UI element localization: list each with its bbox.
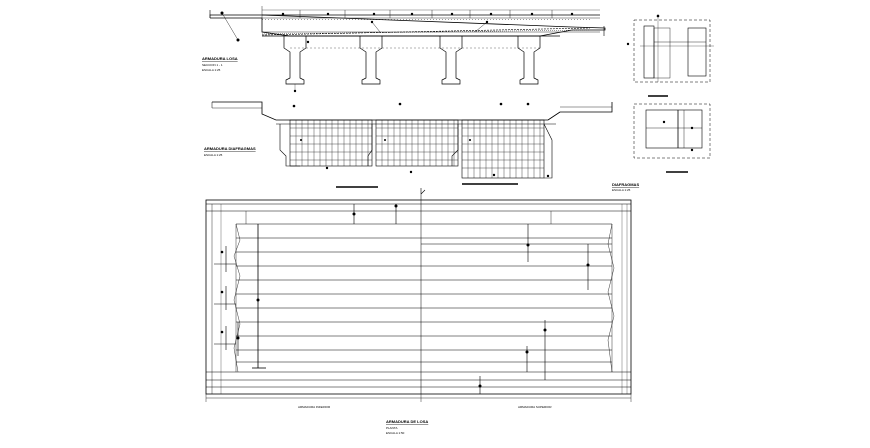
plan-edge-verticals <box>211 204 628 394</box>
section-tag-markers <box>220 11 574 44</box>
section-subtitle: SECCION 1 - 1 <box>202 63 223 67</box>
plan-transverse-bars <box>214 204 589 394</box>
plan-dim-left: ARMADURA INFERIOR <box>298 405 331 409</box>
section-scale: ESCALA 1:25 <box>202 68 221 72</box>
section-grid-ticks <box>261 6 600 18</box>
diaphragm-title: ARMADURA DIAFRAGMAS <box>204 146 256 151</box>
plan-scale: ESCALA 1:50 <box>386 431 405 435</box>
detail-top-right <box>626 14 714 97</box>
plan-dim-right: ARMADURA SUPERIOR <box>518 405 552 409</box>
diaphragm-tag-markers <box>292 102 550 178</box>
diaphragm-detail-scale: ESCALA 1:25 <box>612 188 631 192</box>
diaphragm-mesh <box>289 119 545 179</box>
slab-plan: ARMADURA INFERIOR ARMADURA SUPERIOR ARMA… <box>205 188 632 435</box>
diaphragm-reinforcement: ARMADURA DIAFRAGMAS ESCALA 1:25 <box>204 101 613 188</box>
plan-tag-markers <box>220 204 590 388</box>
diaphragm-detail-title: DIAFRAGMAS <box>612 182 639 187</box>
section-title: ARMADURA LOSA <box>202 56 238 61</box>
slab-cross-section: ARMADURA LOSA SECCION 1 - 1 ESCALA 1:25 <box>202 6 606 93</box>
plan-title: ARMADURA DE LOSA <box>386 419 428 424</box>
diaphragm-scale: ESCALA 1:25 <box>204 153 223 157</box>
plan-subtitle: PLANTA <box>386 426 397 430</box>
plan-longitudinal-bars <box>206 203 631 388</box>
detail-middle-right: DIAFRAGMAS ESCALA 1:25 <box>612 103 711 192</box>
section-girders <box>283 36 541 85</box>
